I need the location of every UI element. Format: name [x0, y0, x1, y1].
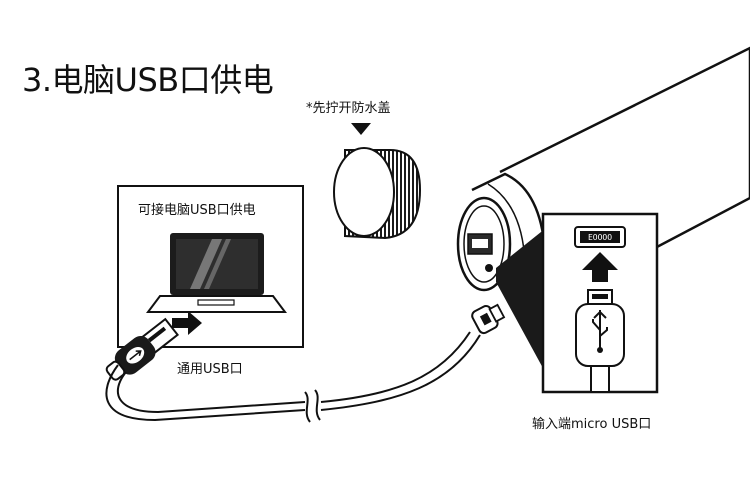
arrow-right-icon: [172, 311, 202, 335]
micro-port-text: EOOOO: [588, 233, 612, 242]
cable-break-icon: [304, 389, 321, 423]
waterproof-cap: [333, 147, 422, 240]
usb-port-label: 通用USB口: [177, 362, 243, 377]
usb-cable: [105, 331, 481, 422]
micro-usb-plug-icon: [471, 303, 506, 335]
magnified-inset: [541, 212, 659, 394]
computer-power-label: 可接电脑USB口供电: [138, 203, 256, 218]
svg-text:EOOOO: EOOOO: [588, 233, 612, 242]
arrow-down-icon: [351, 123, 371, 135]
micro-usb-input-label: 输入端micro USB口: [532, 417, 652, 432]
cap-removal-note: *先拧开防水盖: [306, 101, 391, 116]
laptop-icon: [146, 233, 287, 313]
zoom-lines: [496, 220, 556, 392]
page-title: 3.电脑USB口供电: [22, 61, 274, 99]
